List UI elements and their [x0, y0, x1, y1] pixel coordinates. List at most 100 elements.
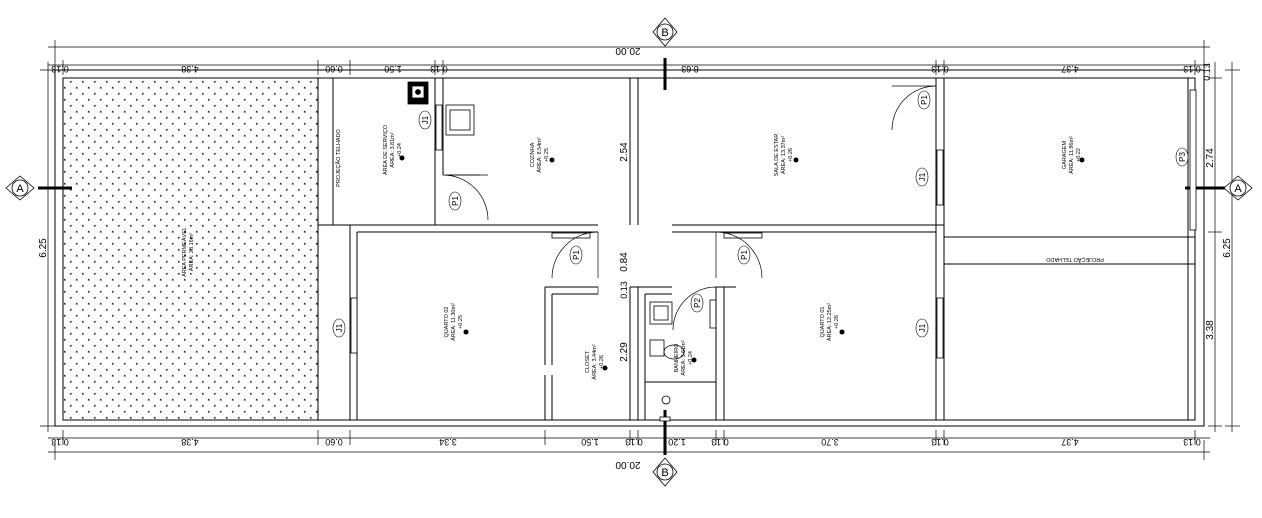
room-name: GARAGEM: [1062, 141, 1068, 170]
dim-bottom-w9: 3.70: [821, 437, 839, 447]
dim-top-w10: 0.13: [1202, 63, 1212, 81]
room-area: ÁREA: 3.81m²: [389, 132, 396, 167]
svg-text:P2: P2: [693, 298, 702, 308]
svg-text:J1: J1: [421, 115, 430, 124]
room-garagem: GARAGEM ÁREA: 11.96m² +0.22: [1062, 136, 1082, 174]
room-name: ÁREA DE SERVIÇO: [382, 124, 389, 175]
projection-label-right: PROJEÇÃO TELHADO: [1045, 256, 1103, 263]
dim-top-w3: 0.60: [325, 64, 343, 74]
tag-j1-quarto02: J1: [332, 318, 346, 338]
dim-inner-d2: 0.84: [619, 252, 630, 272]
svg-text:P1: P1: [740, 250, 749, 260]
section-label-a-left: A: [16, 183, 24, 195]
dim-bottom-w10: 0.13: [931, 437, 949, 447]
tag-p3: P3: [1175, 147, 1189, 167]
dim-top-w4: 1.50: [384, 64, 402, 74]
room-area: ÁREA: 3.44m²: [591, 344, 598, 379]
room-name: COZINHA: [530, 142, 536, 167]
opening-tags: J1 P1 P1 P1 P1 J1 P3 P2 J1 J1: [332, 90, 1189, 338]
section-label-b-top: B: [661, 27, 668, 39]
room-level: +0.26: [834, 315, 840, 329]
room-area: ÁREA: 11.30m²: [450, 303, 457, 341]
section-marker-a-left: A: [5, 175, 35, 201]
dim-top-w1: 0.13: [51, 64, 69, 74]
tag-p2: P2: [690, 293, 704, 313]
level-markers: [399, 155, 1085, 371]
walls: [54, 69, 1205, 427]
room-name: CLOSET: [585, 350, 591, 373]
svg-text:J1: J1: [335, 323, 344, 332]
room-banheiro: BANHEIRO ÁREA: 3.61m² +0.24: [674, 340, 694, 375]
room-quarto02: QUARTO 02 ÁREA: 11.30m² +0.25: [444, 303, 464, 341]
dim-left-total: 6.25: [38, 238, 49, 258]
door-swings: [442, 85, 937, 331]
svg-text:P1: P1: [451, 196, 460, 206]
room-level: +0.26: [599, 355, 605, 369]
dim-top-w7: 0.13: [931, 64, 949, 74]
section-marker-b-bottom: B: [652, 457, 678, 487]
room-level: +0.25: [544, 148, 550, 162]
section-marker-b-top: B: [652, 17, 678, 47]
top-dimension-labels: 20.00 0.13 4.38 0.60 1.50 0.13 8.63 0.13…: [51, 45, 1212, 81]
room-quarto01: QUARTO 01 ÁREA: 12.25m² +0.26: [820, 303, 840, 341]
svg-text:P1: P1: [572, 250, 581, 260]
tag-j1-quarto01: J1: [915, 318, 929, 338]
room-level: +0.24: [397, 143, 403, 157]
side-dimension-labels: 6.25 2.74 3.38 6.25 2.54 0.84 0.13 2.29: [38, 142, 1233, 362]
tag-p1-quarto02: P1: [569, 245, 583, 265]
room-level: +0.24: [688, 351, 694, 365]
room-name: SALA DE ESTAR: [774, 134, 780, 176]
dim-inner-d4: 2.29: [619, 342, 630, 362]
windows: [350, 89, 1197, 422]
dim-top-w2: 4.38: [181, 64, 199, 74]
tag-p1-estar: P1: [917, 90, 931, 110]
room-cozinha: COZINHA ÁREA: 8.54m² +0.25: [530, 137, 550, 172]
dim-right-lower: 3.38: [1205, 320, 1216, 340]
permeable-area-hatch: [63, 78, 318, 420]
room-level: +0.22: [1076, 148, 1082, 162]
dim-bottom-w1: 0.13: [51, 437, 69, 447]
section-cuts: B B A A: [5, 17, 1253, 487]
svg-text:P3: P3: [1178, 152, 1187, 162]
dim-top-w9: 0.13: [1183, 64, 1201, 74]
dim-bottom-w5: 1.50: [581, 437, 599, 447]
room-area: ÁREA: 11.96m²: [1068, 136, 1075, 174]
room-level: +0.26: [788, 148, 794, 162]
dim-bottom-w12: 0.13: [1183, 437, 1201, 447]
bottom-dimension-labels: 0.13 4.38 0.60 3.34 1.50 0.13 1.20 0.13 …: [51, 437, 1201, 470]
room-area: ÁREA: 13.37m²: [780, 136, 787, 174]
dim-top-w6: 8.63: [681, 64, 699, 74]
projection-label-left: PROJEÇÃO TELHADO: [335, 128, 342, 186]
svg-text:J1: J1: [918, 172, 927, 181]
dim-bottom-w6: 0.13: [625, 437, 643, 447]
room-area: ÁREA: 12.25m²: [826, 303, 833, 341]
tag-p1-quarto01: P1: [737, 245, 751, 265]
svg-text:P1: P1: [920, 95, 929, 105]
section-label-a-right: A: [1234, 183, 1242, 195]
room-area: ÁREA: 8.54m²: [536, 137, 543, 172]
dim-right-total: 6.25: [1222, 238, 1233, 258]
dim-inner-d1: 2.54: [619, 142, 630, 162]
dim-bottom-w7: 1.20: [668, 437, 686, 447]
room-estar: SALA DE ESTAR ÁREA: 13.37m² +0.26: [774, 134, 794, 176]
room-level: +0.25: [458, 315, 464, 329]
room-area: ÁREA: 3.61m²: [680, 340, 687, 375]
tag-j1-estar: J1: [915, 167, 929, 187]
dim-bottom-w3: 0.60: [325, 437, 343, 447]
dim-top-total: 20.00: [615, 45, 640, 56]
dim-inner-d3: 0.13: [619, 281, 629, 299]
dim-right-upper: 2.74: [1205, 148, 1216, 168]
svg-text:J1: J1: [918, 323, 927, 332]
section-marker-a-right: A: [1223, 175, 1253, 201]
room-servico: ÁREA DE SERVIÇO ÁREA: 3.81m² +0.24: [382, 124, 403, 175]
dim-top-w8: 4.37: [1061, 64, 1079, 74]
room-name: ÁREA PERMEÁVEL: [181, 227, 188, 277]
dim-bottom-w8: 0.13: [711, 437, 729, 447]
room-name: QUARTO 01: [820, 307, 826, 338]
tag-p1-servico: P1: [448, 191, 462, 211]
dim-bottom-w4: 3.34: [439, 437, 457, 447]
tag-j1-servico: J1: [418, 110, 432, 130]
room-permeavel: ÁREA PERMEÁVEL ÁREA: 28.16m²: [181, 227, 195, 277]
dimension-lines: [40, 40, 1240, 460]
